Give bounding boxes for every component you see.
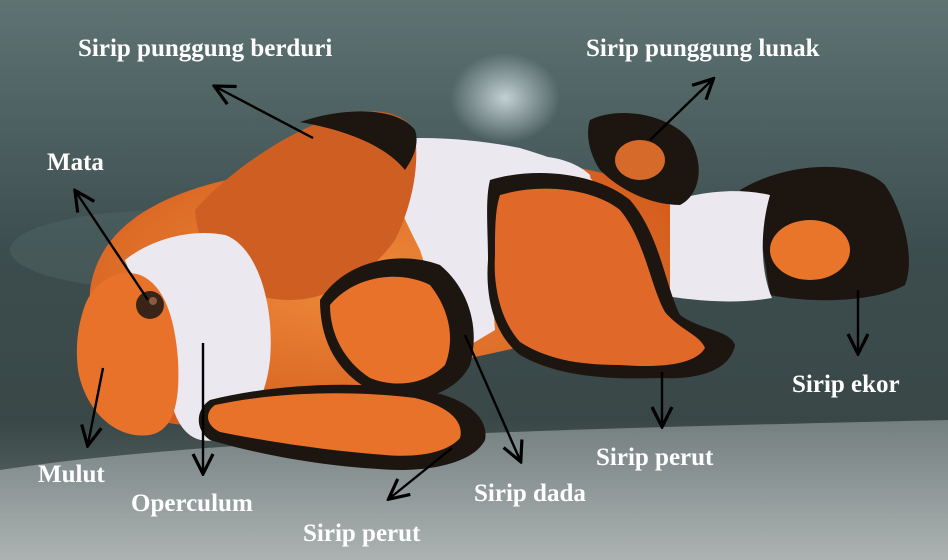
tail-white-band	[660, 191, 772, 301]
label-eye: Mata	[47, 150, 104, 175]
label-mouth: Mulut	[38, 462, 105, 487]
label-operculum: Operculum	[131, 491, 253, 516]
background-glow	[450, 53, 560, 143]
label-dorsal-soft: Sirip punggung lunak	[586, 36, 819, 61]
caudal-fin-spot	[770, 220, 850, 280]
label-pectoral: Sirip dada	[474, 481, 586, 506]
label-dorsal-spiny: Sirip punggung berduri	[78, 36, 332, 61]
label-caudal: Sirip ekor	[792, 372, 900, 397]
fish-eye	[136, 291, 164, 319]
label-pelvic-front: Sirip perut	[303, 521, 420, 546]
label-pelvic-rear: Sirip perut	[596, 445, 713, 470]
